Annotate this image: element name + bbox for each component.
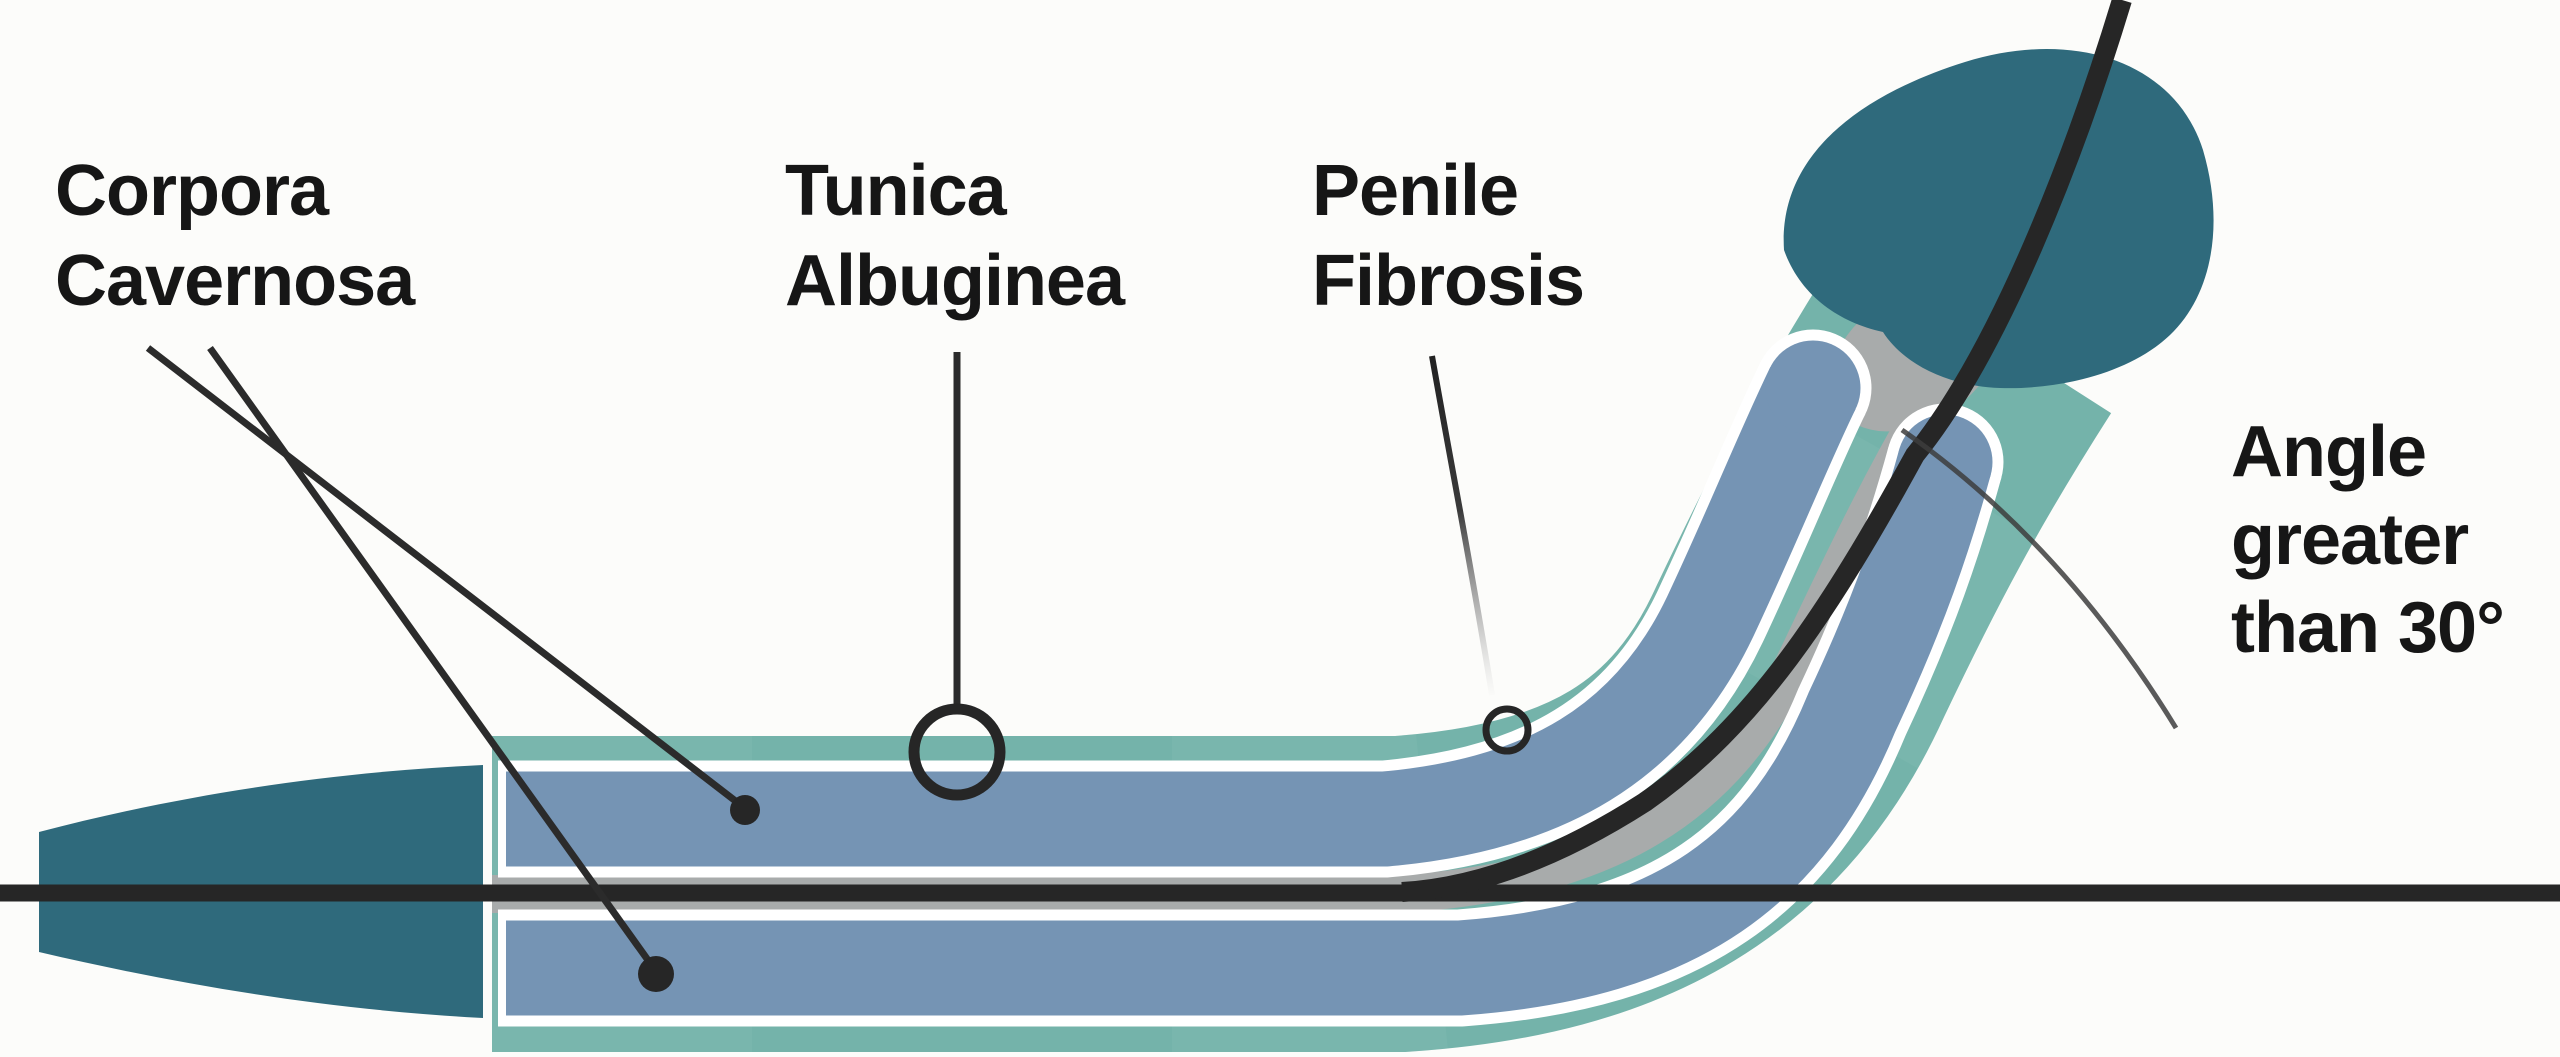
tunica-marker-ring bbox=[908, 703, 1006, 801]
angle-greater-than-30-label: Angle greater than 30° bbox=[2231, 408, 2505, 672]
angle-label-line1: Angle bbox=[2231, 412, 2427, 492]
penile-fibrosis-label: Penile Fibrosis bbox=[1312, 146, 1585, 326]
tunica-label-line2: Albuginea bbox=[785, 241, 1125, 321]
corpora-marker-dot-top bbox=[730, 795, 760, 825]
fibrosis-marker-ring bbox=[1482, 705, 1532, 755]
angle-arc bbox=[1900, 427, 2179, 730]
angle-label-line2: greater bbox=[2231, 500, 2469, 580]
glans-penis bbox=[1783, 49, 2214, 389]
fibrosis-leader-line bbox=[1429, 355, 1495, 696]
penile-label-line1: Penile bbox=[1312, 151, 1519, 231]
angle-label-line3: than 30° bbox=[2231, 588, 2505, 668]
corpora-cavernosa-label: Corpora Cavernosa bbox=[55, 146, 415, 326]
corpora-label-line1: Corpora bbox=[55, 151, 329, 231]
corpus-cavernosum-top-tip bbox=[1765, 340, 1861, 436]
corpora-marker-dot-bottom bbox=[638, 956, 674, 992]
corpora-label-line2: Cavernosa bbox=[55, 241, 415, 321]
corpus-cavernosum-top-body bbox=[506, 367, 1856, 867]
corpus-cavernosum-bottom-body bbox=[506, 449, 1991, 1016]
penile-label-line2: Fibrosis bbox=[1312, 241, 1585, 321]
corpora-leader-line-bottom bbox=[207, 345, 658, 973]
curved-axis-line bbox=[1401, 0, 2132, 902]
tunica-albuginea-label: Tunica Albuginea bbox=[785, 146, 1125, 326]
corpora-leader-line-top bbox=[145, 345, 745, 809]
tunica-label-line1: Tunica bbox=[785, 151, 1007, 231]
